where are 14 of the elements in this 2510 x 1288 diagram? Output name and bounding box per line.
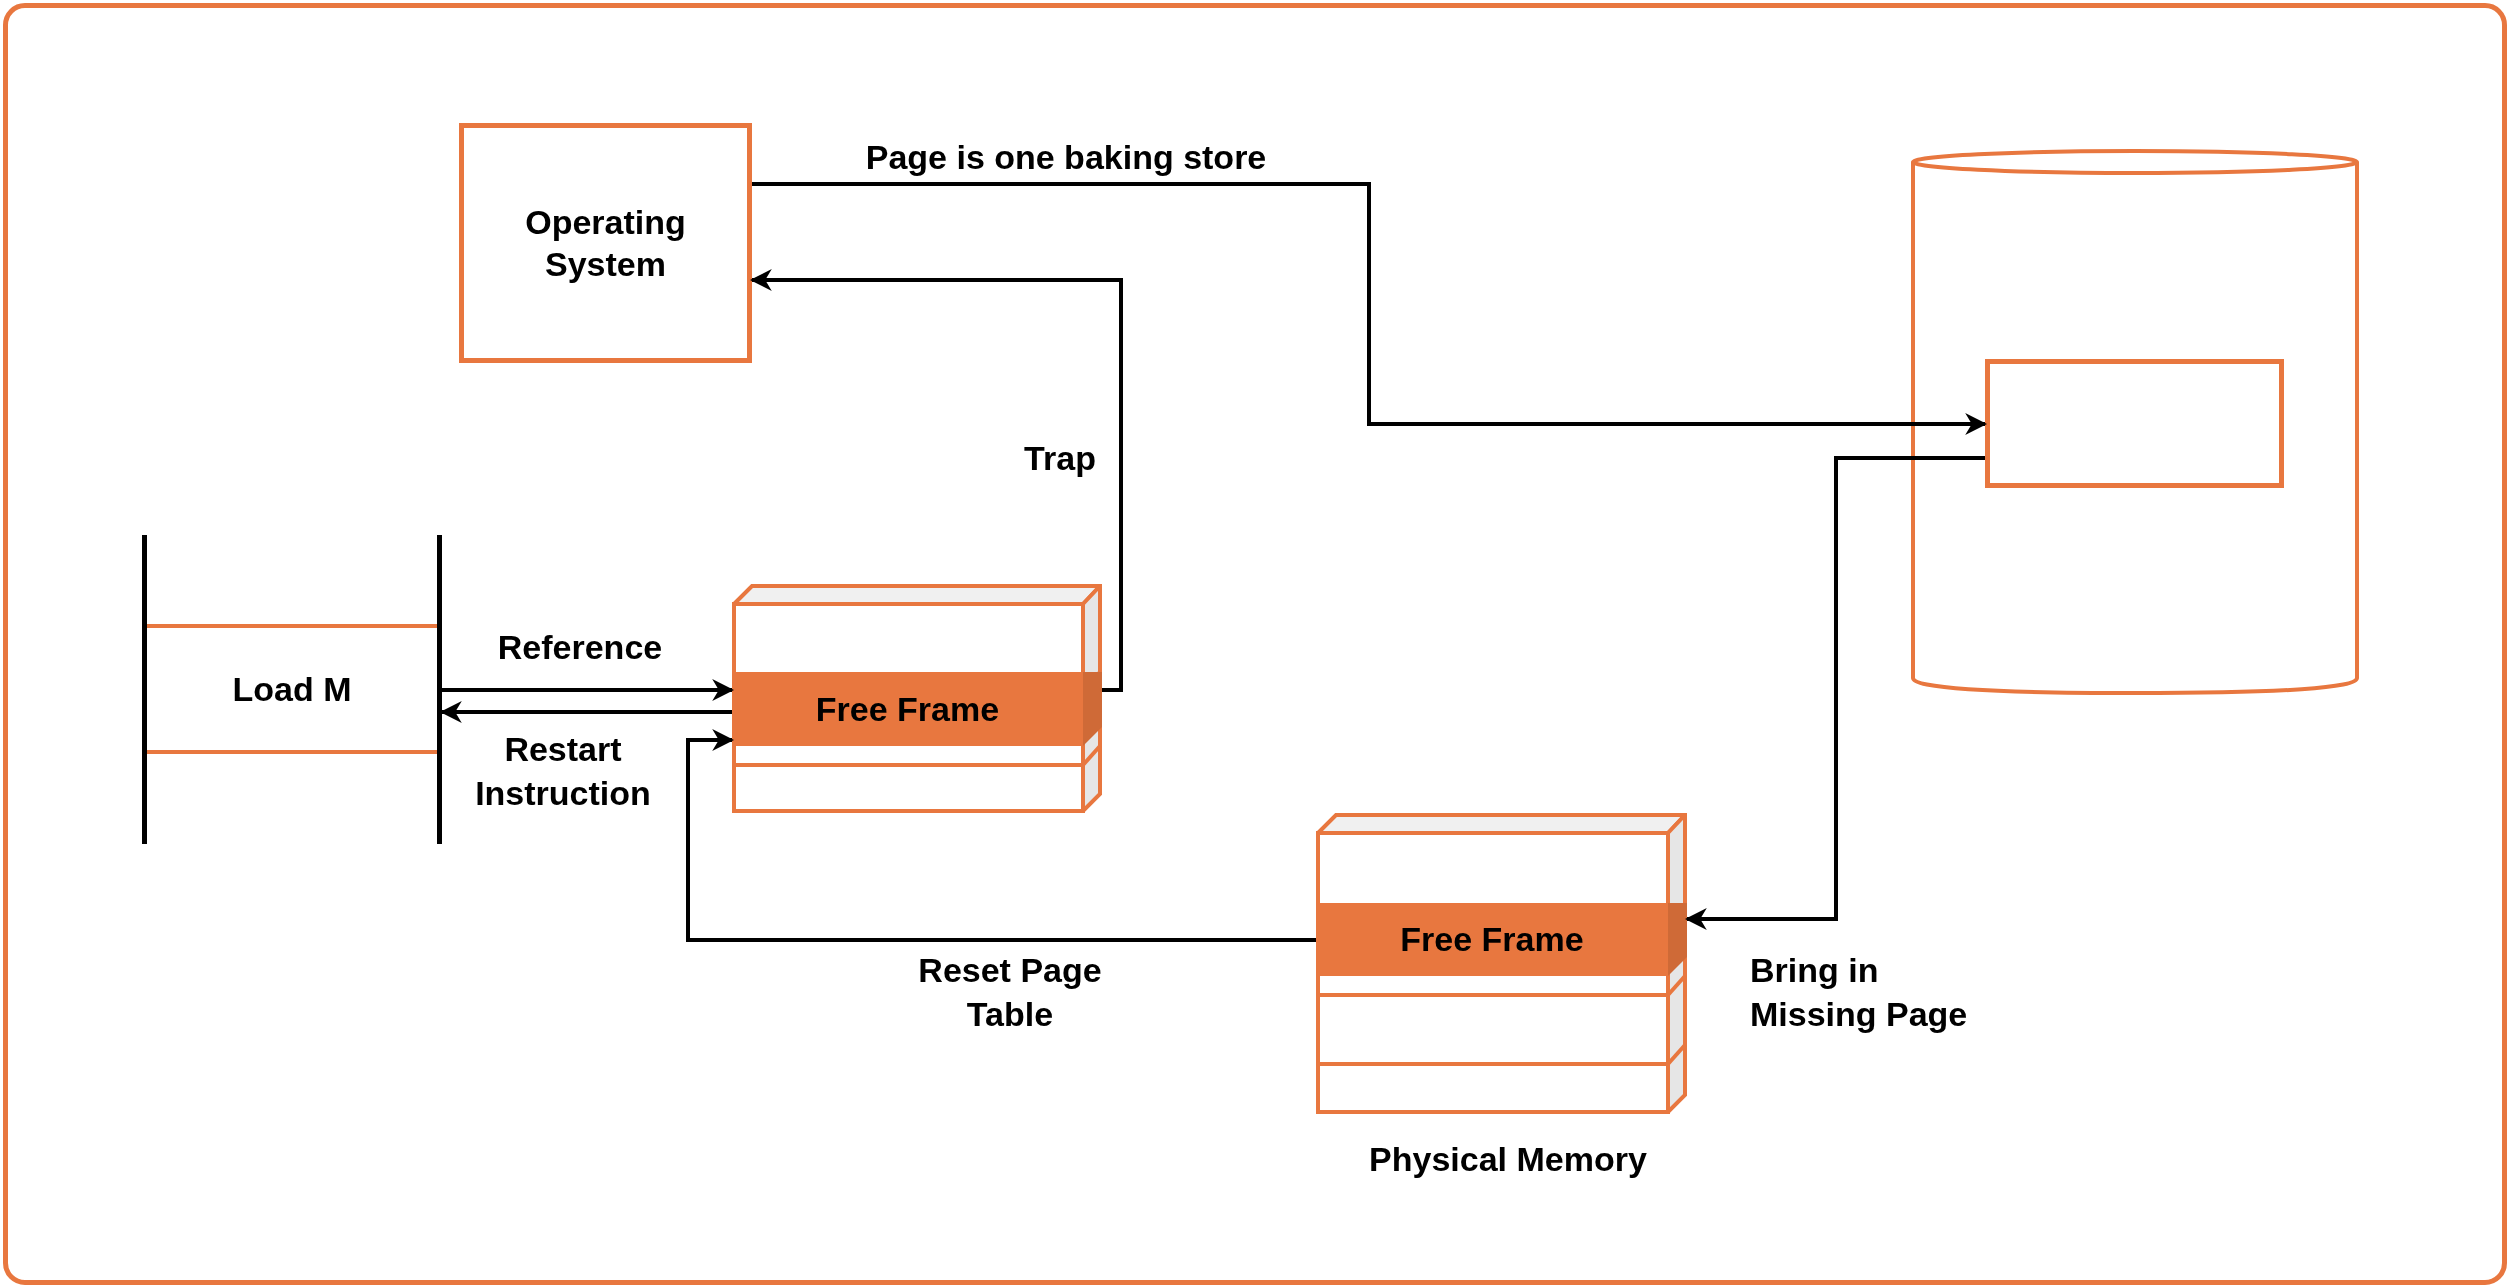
arrow bbox=[442, 679, 735, 701]
instruction-box bbox=[142, 535, 442, 844]
node-label: Physical Memory bbox=[1369, 1139, 1647, 1180]
arrow bbox=[439, 701, 732, 723]
arrow bbox=[752, 182, 1988, 435]
arrow bbox=[686, 729, 1316, 942]
node-label: Free Frame bbox=[815, 688, 1000, 730]
arrow bbox=[749, 269, 1123, 692]
node-label: Operating System bbox=[524, 201, 687, 285]
node-label: Load M bbox=[232, 668, 352, 710]
page-box bbox=[1985, 359, 2284, 488]
process-box bbox=[459, 123, 752, 363]
node-label: Free Frame bbox=[1400, 919, 1584, 960]
arrow bbox=[1684, 456, 1985, 930]
